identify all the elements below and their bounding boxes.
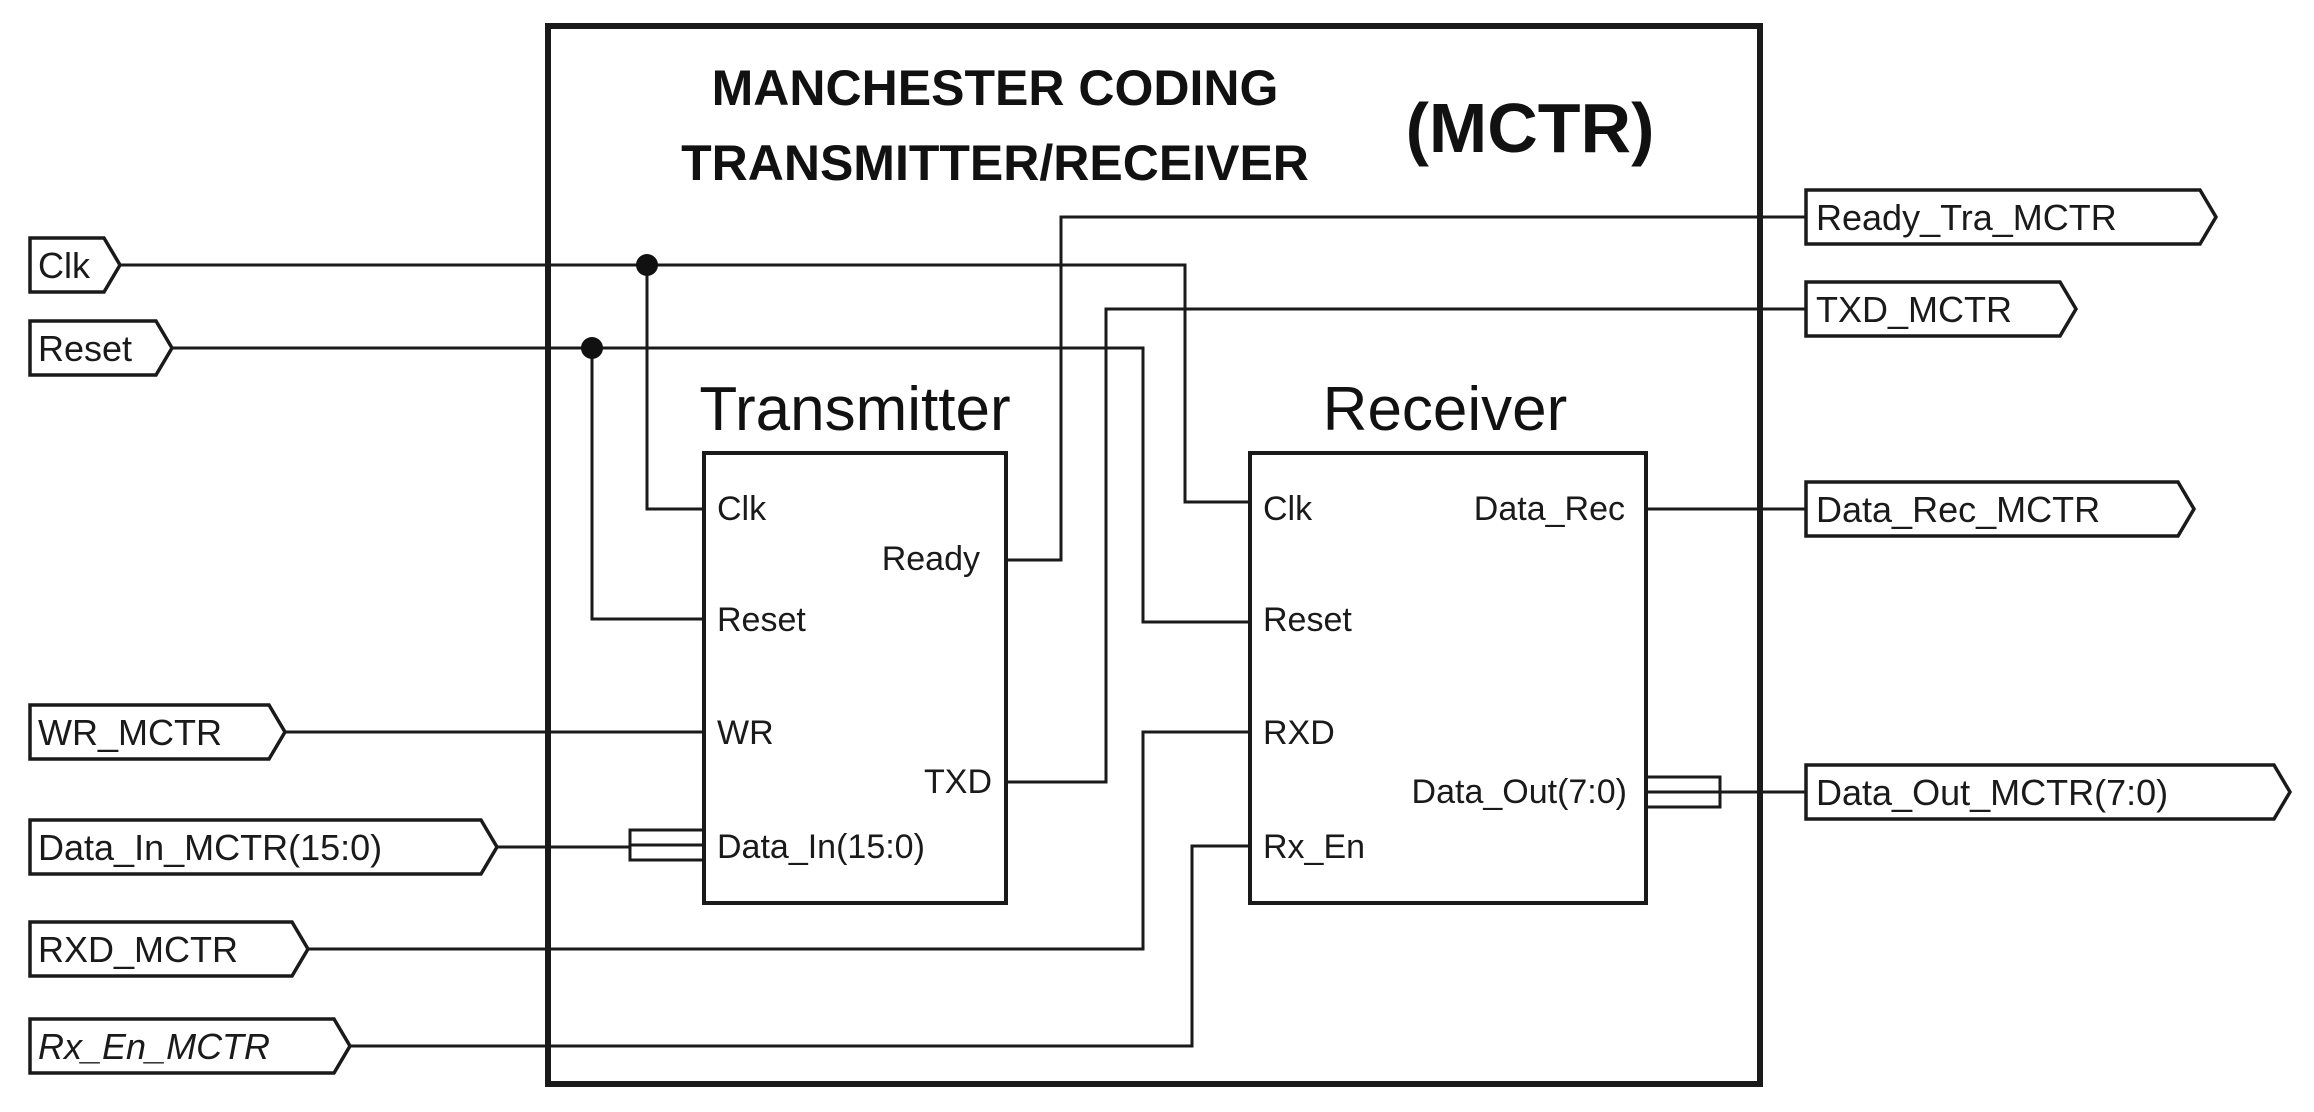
input-port-reset-label: Reset [38, 328, 132, 369]
receiver-block [1248, 451, 1648, 905]
receiver-pin-rx-en: Rx_En [1263, 828, 1365, 866]
receiver-pin-reset: Reset [1263, 601, 1352, 639]
reset-wire-transmitter [590, 348, 704, 621]
input-port-rx-en: Rx_En_MCTR [28, 1017, 353, 1075]
output-port-data-out: Data_Out_MCTR(7:0) [1804, 763, 2293, 821]
transmitter-label: Transmitter [699, 375, 1010, 444]
rxd-wire [308, 730, 1250, 951]
receiver-pin-data-rec: Data_Rec [1474, 490, 1625, 528]
transmitter-pin-reset: Reset [717, 601, 806, 639]
output-port-ready-tra-label: Ready_Tra_MCTR [1816, 197, 2117, 238]
transmitter-pin-data-in: Data_In(15:0) [717, 828, 925, 866]
input-port-rx-en-label: Rx_En_MCTR [38, 1026, 270, 1067]
input-port-data-in-label: Data_In_MCTR(15:0) [38, 827, 382, 868]
output-port-txd: TXD_MCTR [1804, 280, 2079, 338]
clk-junction [636, 254, 658, 276]
reset-wire-receiver [172, 346, 1250, 624]
input-port-clk-label: Clk [38, 245, 91, 286]
receiver-label: Receiver [1323, 375, 1568, 444]
input-port-wr-label: WR_MCTR [38, 712, 222, 753]
ready-wire [1006, 215, 1806, 562]
clk-wire-receiver [120, 263, 1250, 504]
reset-junction [581, 337, 603, 359]
output-port-data-rec: Data_Rec_MCTR [1804, 480, 2197, 538]
title-line-2: TRANSMITTER/RECEIVER [681, 135, 1309, 191]
rx-en-wire [350, 844, 1250, 1048]
title-abbreviation: (MCTR) [1406, 89, 1655, 167]
output-port-data-out-label: Data_Out_MCTR(7:0) [1816, 772, 2168, 813]
input-port-wr: WR_MCTR [28, 703, 288, 761]
txd-wire [1006, 307, 1806, 784]
output-port-data-rec-label: Data_Rec_MCTR [1816, 489, 2100, 530]
input-port-clk: Clk [28, 236, 123, 294]
clk-wire-transmitter [645, 265, 704, 511]
input-port-data-in: Data_In_MCTR(15:0) [28, 818, 500, 876]
transmitter-pin-ready: Ready [882, 540, 980, 578]
input-port-reset: Reset [28, 319, 175, 377]
output-port-txd-label: TXD_MCTR [1816, 289, 2012, 330]
transmitter-block [702, 451, 1008, 905]
output-port-ready-tra: Ready_Tra_MCTR [1804, 188, 2219, 246]
mctr-module-boundary [545, 23, 1763, 1087]
receiver-pin-clk: Clk [1263, 490, 1313, 528]
receiver-pin-data-out: Data_Out(7:0) [1412, 773, 1627, 811]
input-port-rxd: RXD_MCTR [28, 920, 311, 978]
transmitter-pin-wr: WR [717, 714, 774, 752]
receiver-pin-rxd: RXD [1263, 714, 1335, 752]
transmitter-pin-txd: TXD [924, 763, 992, 801]
title-line-1: MANCHESTER CODING [712, 60, 1279, 116]
transmitter-pin-clk: Clk [717, 490, 767, 528]
input-port-rxd-label: RXD_MCTR [38, 929, 238, 970]
